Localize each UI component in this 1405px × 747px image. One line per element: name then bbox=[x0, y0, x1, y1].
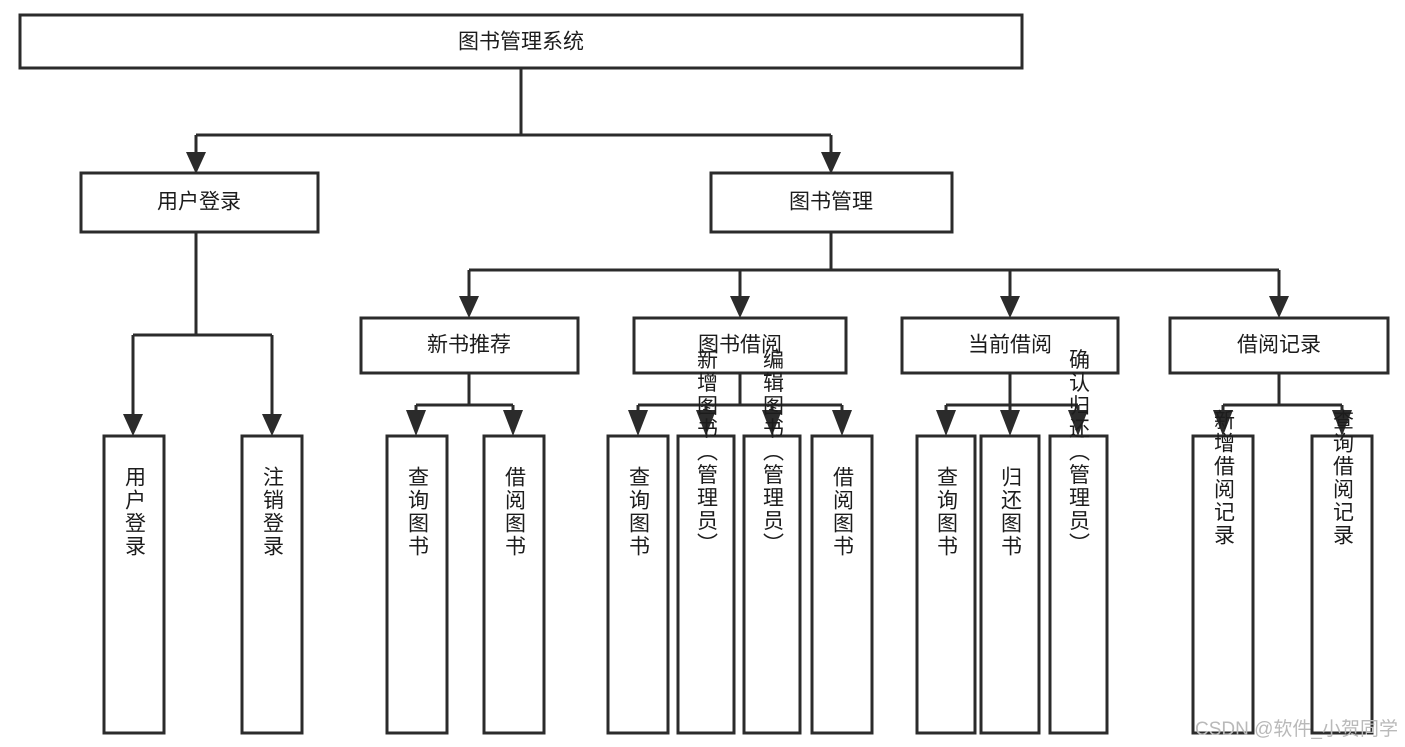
arrow-head-leaf-borrow-book-1 bbox=[503, 410, 523, 436]
node-book-manage-label: 图书管理 bbox=[789, 191, 873, 214]
node-leaf-query-book-1-box[interactable] bbox=[385, 434, 449, 735]
node-leaf-confirm-return[interactable]: 确认归还（管理员） bbox=[1048, 349, 1109, 735]
node-leaf-query-book-3-box[interactable] bbox=[915, 434, 977, 735]
node-current-borrow[interactable]: 当前借阅 bbox=[900, 316, 1120, 375]
node-leaf-query-book-3-label: 查询图书 bbox=[935, 466, 959, 558]
node-leaf-borrow-book-1-label: 借阅图书 bbox=[503, 466, 527, 558]
node-leaf-user-login-label: 用户登录 bbox=[123, 466, 147, 558]
arrow-head-user-login bbox=[186, 152, 206, 174]
node-leaf-edit-book-box[interactable] bbox=[742, 434, 802, 735]
node-current-borrow-box[interactable] bbox=[900, 316, 1120, 375]
node-leaf-confirm-return-box[interactable] bbox=[1048, 434, 1109, 735]
node-leaf-return-book-box[interactable] bbox=[979, 434, 1041, 735]
connector-layer bbox=[123, 68, 1352, 436]
node-leaf-borrow-book-2-box[interactable] bbox=[810, 434, 874, 735]
arrow-head-borrow-record bbox=[1269, 296, 1289, 318]
node-leaf-borrow-book-1-box[interactable] bbox=[482, 434, 546, 735]
node-leaf-borrow-book-1[interactable]: 借阅图书 bbox=[482, 434, 546, 735]
arrow-head-leaf-confirm-return bbox=[1068, 410, 1088, 436]
node-user-login-label: 用户登录 bbox=[157, 191, 241, 214]
node-leaf-user-login[interactable]: 用户登录 bbox=[102, 434, 166, 735]
node-book-borrow-box[interactable] bbox=[632, 316, 848, 375]
node-root[interactable]: 图书管理系统 bbox=[18, 13, 1024, 70]
node-current-borrow-label: 当前借阅 bbox=[968, 334, 1052, 357]
node-leaf-add-book-box[interactable] bbox=[676, 434, 736, 735]
node-book-borrow[interactable]: 图书借阅 bbox=[632, 316, 848, 375]
node-leaf-add-book-label: 新增图书（管理员） bbox=[695, 349, 719, 556]
node-leaf-confirm-return-label: 确认归还（管理员） bbox=[1067, 349, 1091, 556]
node-user-login-box[interactable] bbox=[79, 171, 320, 234]
node-leaf-edit-book[interactable]: 编辑图书（管理员） bbox=[742, 349, 802, 735]
node-book-manage[interactable]: 图书管理 bbox=[709, 171, 954, 234]
node-leaf-query-book-3[interactable]: 查询图书 bbox=[915, 434, 977, 735]
arrow-head-leaf-query-book-3 bbox=[936, 410, 956, 436]
node-leaf-query-book-2-box[interactable] bbox=[606, 434, 670, 735]
node-new-book-recommend-label: 新书推荐 bbox=[427, 334, 511, 357]
arrow-head-book-manage bbox=[821, 152, 841, 174]
node-leaf-logout-label: 注销登录 bbox=[261, 466, 285, 558]
arrow-head-leaf-user-login bbox=[123, 414, 143, 436]
node-leaf-query-book-1[interactable]: 查询图书 bbox=[385, 434, 449, 735]
node-book-borrow-label: 图书借阅 bbox=[698, 334, 782, 357]
arrow-head-leaf-query-book-1 bbox=[406, 410, 426, 436]
node-new-book-recommend[interactable]: 新书推荐 bbox=[359, 316, 580, 375]
arrow-head-book-borrow bbox=[730, 296, 750, 318]
node-leaf-query-record-box[interactable] bbox=[1310, 434, 1374, 735]
node-leaf-add-record[interactable]: 新增借阅记录 bbox=[1191, 409, 1255, 735]
node-borrow-record-box[interactable] bbox=[1168, 316, 1390, 375]
node-leaf-query-book-2[interactable]: 查询图书 bbox=[606, 434, 670, 735]
node-leaf-add-record-label: 新增借阅记录 bbox=[1212, 409, 1236, 547]
node-leaf-query-record-label: 查询借阅记录 bbox=[1331, 409, 1355, 547]
node-leaf-return-book-label: 归还图书 bbox=[999, 466, 1023, 558]
node-leaf-add-record-box[interactable] bbox=[1191, 434, 1255, 735]
node-leaf-borrow-book-2[interactable]: 借阅图书 bbox=[810, 434, 874, 735]
arrow-head-current-borrow bbox=[1000, 296, 1020, 318]
node-user-login[interactable]: 用户登录 bbox=[79, 171, 320, 234]
node-leaf-user-login-box[interactable] bbox=[102, 434, 166, 735]
node-book-manage-box[interactable] bbox=[709, 171, 954, 234]
arrow-head-leaf-query-record bbox=[1332, 410, 1352, 436]
arrow-head-leaf-add-record bbox=[1213, 410, 1233, 436]
arrow-head-leaf-query-book-2 bbox=[628, 410, 648, 436]
arrow-head-leaf-borrow-book-2 bbox=[832, 410, 852, 436]
arrow-head-leaf-add-book bbox=[696, 410, 716, 436]
node-leaf-query-book-1-label: 查询图书 bbox=[406, 466, 430, 558]
node-leaf-logout-box[interactable] bbox=[240, 434, 304, 735]
node-new-book-recommend-box[interactable] bbox=[359, 316, 580, 375]
node-leaf-logout[interactable]: 注销登录 bbox=[240, 434, 304, 735]
node-root-label: 图书管理系统 bbox=[458, 31, 584, 54]
arrow-head-leaf-return-book bbox=[1000, 410, 1020, 436]
node-borrow-record[interactable]: 借阅记录 bbox=[1168, 316, 1390, 375]
arrow-head-leaf-logout bbox=[262, 414, 282, 436]
node-leaf-add-book[interactable]: 新增图书（管理员） bbox=[676, 349, 736, 735]
node-leaf-return-book[interactable]: 归还图书 bbox=[979, 434, 1041, 735]
arrow-head-new-book-recommend bbox=[459, 296, 479, 318]
node-leaf-query-record[interactable]: 查询借阅记录 bbox=[1310, 409, 1374, 735]
watermark-label: CSDN @软件_小贺同学 bbox=[1195, 718, 1398, 740]
node-root-box[interactable] bbox=[18, 13, 1024, 70]
node-leaf-query-book-2-label: 查询图书 bbox=[627, 466, 651, 558]
arrow-head-leaf-edit-book bbox=[762, 410, 782, 436]
node-leaf-edit-book-label: 编辑图书（管理员） bbox=[761, 349, 785, 556]
node-leaf-borrow-book-2-label: 借阅图书 bbox=[831, 466, 855, 558]
node-borrow-record-label: 借阅记录 bbox=[1237, 334, 1321, 357]
